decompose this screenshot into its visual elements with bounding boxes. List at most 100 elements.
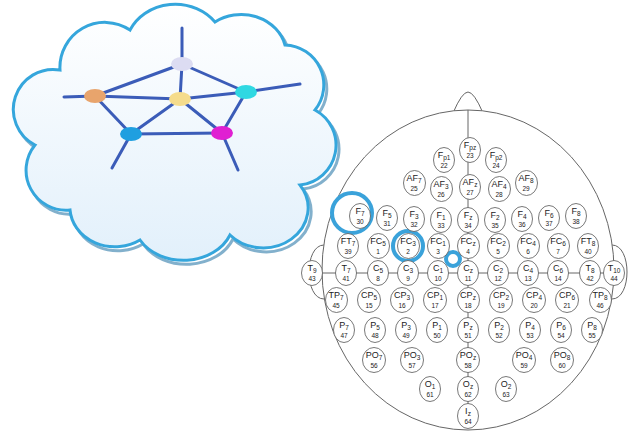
electrode-subscript: z: [469, 324, 472, 331]
channel-number: 59: [520, 363, 527, 370]
electrode: FT840: [577, 233, 599, 259]
channel-number: 54: [557, 333, 564, 340]
channel-number: 9: [406, 276, 410, 283]
electrode-name: C4: [523, 264, 533, 275]
electrode: CP515: [357, 287, 381, 313]
electrode: AFz27: [459, 174, 481, 200]
channel-number: 26: [437, 192, 444, 199]
electrode-name: AF8: [518, 174, 533, 185]
electrode-name: Pz: [463, 321, 472, 332]
electrode: F838: [565, 203, 587, 229]
electrode-name: F7: [355, 207, 364, 218]
electrode: TP846: [589, 287, 612, 313]
electrode-subscript: 6: [562, 240, 566, 247]
electrode: CP219: [489, 287, 513, 313]
electrode-subscript: 3: [415, 213, 419, 220]
electrode: F235: [484, 207, 506, 233]
electrode-name: CP1: [427, 291, 443, 302]
electrode-subscript: 4: [532, 240, 536, 247]
electrode-subscript: 7: [418, 177, 422, 184]
channel-number: 40: [584, 249, 591, 256]
electrode-subscript: 2: [496, 214, 500, 221]
electrode-subscript: 7: [352, 240, 356, 247]
channel-number: 33: [437, 223, 444, 230]
channel-number: 6: [526, 249, 530, 256]
electrode: Pz51: [457, 317, 479, 343]
electrode-subscript: 4: [538, 294, 542, 301]
electrode-name: F1: [436, 211, 445, 222]
electrode-name: P5: [370, 321, 380, 332]
channel-number: 25: [410, 186, 417, 193]
electrode: Iz64: [457, 403, 479, 429]
channel-number: 20: [530, 303, 537, 310]
electrode: AF326: [430, 176, 453, 202]
electrode: Fpz23: [459, 137, 481, 163]
channel-number: 57: [408, 363, 415, 370]
electrode-subscript: 7: [379, 354, 383, 361]
channel-number: 28: [495, 192, 502, 199]
electrode-name: Fpz: [464, 141, 476, 152]
channel-number: 34: [464, 223, 471, 230]
electrode: FC32: [397, 233, 420, 259]
channel-number: 61: [426, 392, 433, 399]
electrode-name: CP6: [559, 291, 575, 302]
channel-number: 47: [340, 333, 347, 340]
electrode-name: TP8: [592, 291, 607, 302]
electrode-subscript: 1: [438, 324, 442, 331]
electrode-subscript: 8: [604, 294, 608, 301]
electrode-subscript: 1: [432, 383, 436, 390]
channel-number: 51: [464, 333, 471, 340]
electrode-name: F6: [544, 209, 553, 220]
electrode-name: Oz: [463, 380, 473, 391]
electrode: T741: [335, 260, 357, 286]
electrode-subscript: 10: [613, 267, 620, 274]
channel-number: 24: [492, 163, 499, 170]
electrode-subscript: 3: [406, 294, 410, 301]
electrode: P548: [364, 317, 386, 343]
channel-number: 23: [466, 153, 473, 160]
electrode: Cz11: [457, 260, 479, 286]
electrode-name: T10: [608, 264, 621, 275]
electrode-subscript: 8: [567, 354, 571, 361]
network-edges: [64, 28, 300, 170]
channel-number: 50: [433, 333, 440, 340]
electrode-name: F8: [571, 207, 580, 218]
channel-number: 52: [495, 333, 502, 340]
electrode-name: FC2: [490, 237, 506, 248]
electrode-subscript: 2: [505, 294, 509, 301]
electrode: FC51: [367, 233, 390, 259]
electrode-name: C2: [493, 264, 503, 275]
electrode: C614: [547, 260, 569, 286]
channel-number: 55: [588, 333, 595, 340]
electrode: CPz18: [457, 287, 480, 313]
electrode-subscript: z: [474, 181, 477, 188]
electrode-name: P2: [494, 321, 504, 332]
channel-number: 31: [383, 221, 390, 228]
channel-number: 30: [356, 219, 363, 226]
channel-number: 39: [344, 249, 351, 256]
channel-number: 14: [554, 276, 561, 283]
electrode-name: Fp2: [490, 151, 503, 162]
electrode-subscript: 8: [577, 210, 581, 217]
electrode-subscript: 7: [347, 267, 351, 274]
channel-number: 7: [556, 249, 560, 256]
electrode-subscript: 1: [439, 294, 443, 301]
channel-number: 64: [464, 419, 471, 426]
electrode-name: C6: [553, 264, 563, 275]
electrode-name: Fp1: [438, 151, 451, 162]
electrode-name: PO8: [554, 351, 571, 362]
electrode-subscript: 5: [388, 212, 392, 219]
electrode-subscript: 4: [529, 267, 533, 274]
electrode-subscript: z: [469, 214, 472, 221]
channel-number: 44: [610, 276, 617, 283]
channel-number: 18: [464, 303, 471, 310]
electrode-name: PO4: [516, 351, 533, 362]
electrode-name: FT7: [341, 237, 356, 248]
electrode-name: FC4: [520, 237, 536, 248]
electrode: F637: [538, 205, 560, 231]
electrode: Oz62: [457, 376, 479, 402]
electrode-subscript: z: [470, 267, 473, 274]
electrode-name: P7: [339, 321, 349, 332]
electrode: FC67: [547, 233, 570, 259]
electrode-subscript: 4: [523, 213, 527, 220]
